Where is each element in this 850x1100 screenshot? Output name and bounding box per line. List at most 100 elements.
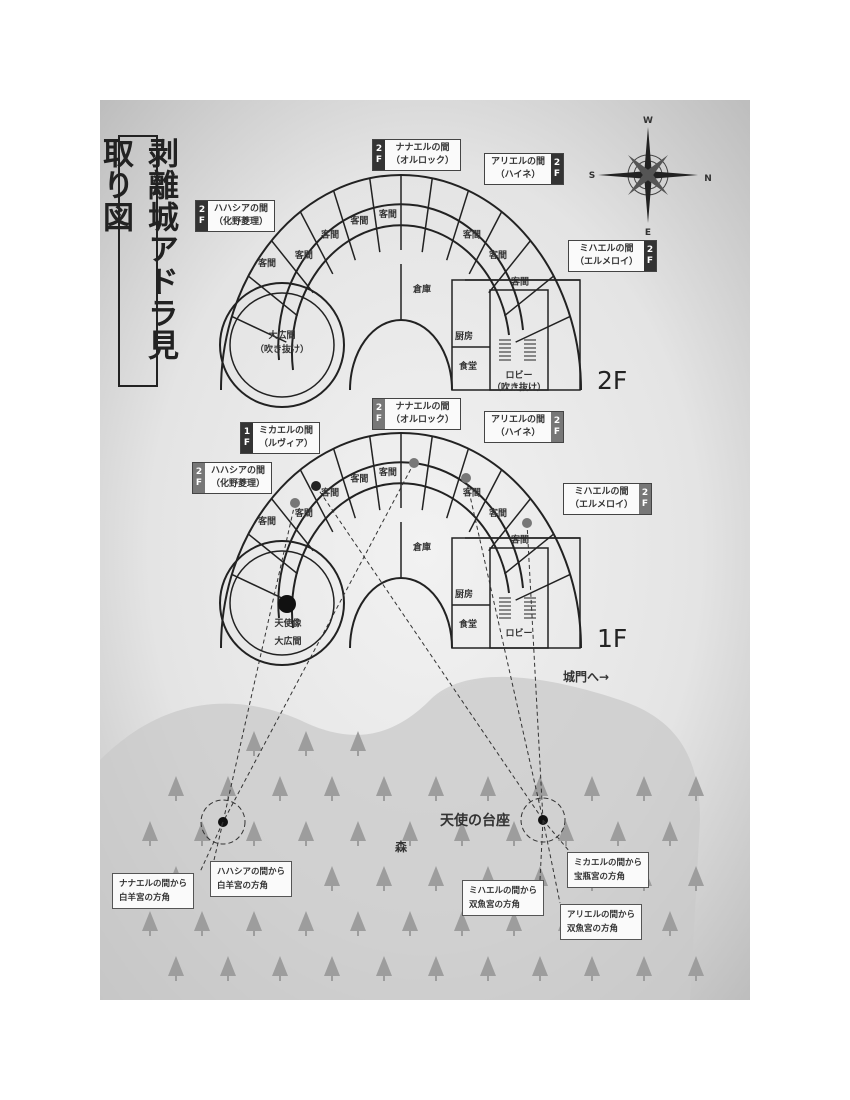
tree-icon: [220, 956, 236, 981]
occupant: （エルメロイ）: [570, 500, 634, 510]
tree-icon: [272, 956, 288, 981]
tree-icon: [350, 731, 366, 756]
room-wall: [445, 448, 470, 519]
note-mihaeru-direction: ミハエルの間から双魚宮の方角: [462, 880, 545, 916]
angel-statue-marker: [278, 595, 296, 613]
tree-icon: [662, 821, 678, 846]
tree-icon: [298, 821, 314, 846]
tree-icon: [636, 776, 652, 801]
guest-room-label: 客間: [488, 507, 507, 519]
room-wall: [468, 469, 503, 533]
tree-icon: [610, 821, 626, 846]
room-wall: [270, 498, 314, 552]
compass-star-diagonal: [628, 155, 668, 195]
guest-room-label: 客間: [349, 214, 368, 226]
tree-icon: [376, 956, 392, 981]
gate-direction-label: 城門へ→: [563, 670, 610, 684]
occupant: （ハイネ）: [495, 170, 541, 180]
tree-icon: [324, 866, 340, 891]
great-hall-inner: [229, 550, 335, 656]
lobby-room: [489, 547, 549, 649]
courtyard-wall: [349, 319, 453, 391]
tree-icon: [350, 821, 366, 846]
guest-room-label: 客間: [257, 515, 276, 527]
sight-line: [315, 485, 544, 821]
tree-icon: [662, 911, 678, 936]
storage-label: 倉庫: [412, 541, 431, 553]
tree-icon: [350, 911, 366, 936]
compass-w: W: [643, 116, 653, 126]
note-mikaeru-direction: ミカエルの間から宝瓶宮の方角: [567, 852, 650, 888]
room-name: ナナエルの間: [395, 402, 450, 412]
floor-label-1f: 1F: [597, 624, 628, 653]
angel-statue-label: 天使像: [274, 617, 302, 629]
room-wall: [332, 448, 357, 519]
tree-icon: [688, 956, 704, 981]
sight-line: [222, 502, 296, 823]
tree-icon: [636, 956, 652, 981]
tree-icon: [194, 821, 210, 846]
sight-line: [526, 522, 544, 821]
guest-room-label: 客間: [462, 228, 481, 240]
lobby-label: ロビー: [505, 369, 532, 381]
dot-hahashia: [290, 498, 300, 508]
great-hall-note: （吹き抜け）: [255, 343, 309, 355]
dining-label: 食堂: [458, 360, 477, 372]
tree-icon: [402, 911, 418, 936]
tree-icon: [168, 956, 184, 981]
tree-icon: [168, 776, 184, 801]
guest-room-label: 客間: [378, 466, 397, 478]
note-nanaeru-direction: ナナエルの間から白羊宮の方角: [112, 873, 195, 909]
tree-icon: [298, 911, 314, 936]
dot-nanaeru: [409, 458, 419, 468]
tree-icon: [376, 776, 392, 801]
tree-icon: [402, 821, 418, 846]
direction-arrow: [539, 819, 544, 881]
direction-arrow: [199, 821, 224, 873]
guest-room-label: 客間: [462, 486, 481, 498]
tree-icon: [428, 866, 444, 891]
note-line: 白羊宮の方角: [217, 881, 269, 891]
kitchen-label: 厨房: [455, 588, 473, 600]
great-hall-label: 大広間: [274, 635, 301, 647]
tree-icon: [246, 821, 262, 846]
lobby-note: （吹き抜け）: [492, 381, 546, 393]
room-wall: [369, 436, 381, 511]
guest-room-label: 客間: [378, 208, 397, 220]
room-wall: [332, 190, 357, 261]
room-wall: [231, 315, 287, 343]
room-wall: [421, 436, 433, 511]
guest-room-label: 客間: [488, 249, 507, 261]
occupant: （オルロック）: [391, 156, 455, 166]
tree-icon: [324, 956, 340, 981]
sight-line: [222, 462, 415, 823]
tree-icon: [584, 776, 600, 801]
guest-room-label: 客間: [510, 276, 529, 288]
guest-room-label: 客間: [349, 472, 368, 484]
storage-label: 倉庫: [412, 283, 431, 295]
map-title-box: 剥離城アドラ見取り図: [97, 135, 178, 387]
occupant: （オルロック）: [391, 415, 455, 425]
great-hall-inner: [229, 292, 335, 398]
room-wall: [515, 573, 571, 601]
note-line: ナナエルの間から: [119, 879, 188, 889]
room-name: アリエルの間: [491, 415, 546, 425]
tree-icon: [454, 911, 470, 936]
room-name: ハハシアの間: [214, 204, 269, 214]
room-name: ナナエルの間: [395, 143, 450, 153]
tree-icon: [246, 731, 262, 756]
guest-room-label: 客間: [320, 486, 339, 498]
note-line: ミカエルの間から: [574, 858, 643, 868]
